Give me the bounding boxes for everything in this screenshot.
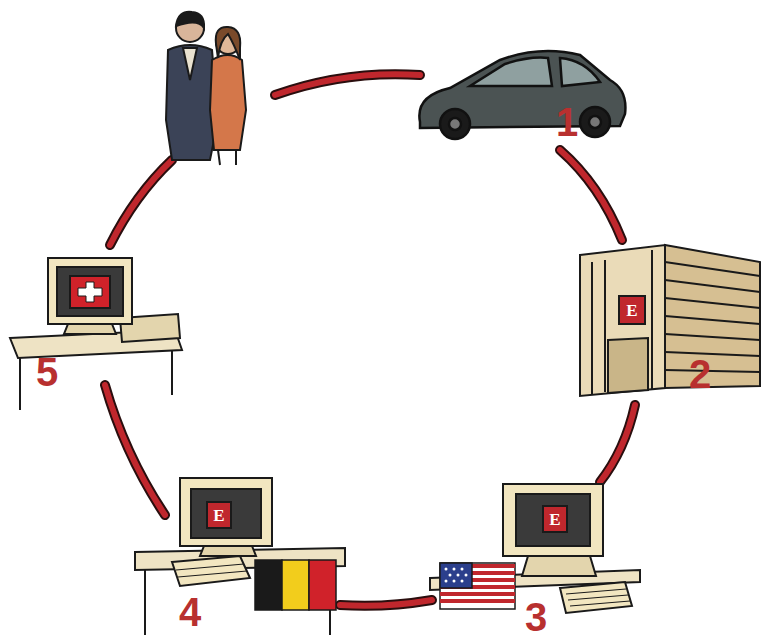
logo-letter: E <box>626 302 637 319</box>
us-flag <box>461 568 464 571</box>
car-illustration <box>470 58 552 86</box>
us-flag <box>440 563 515 609</box>
people-figure <box>166 12 246 165</box>
people-figure <box>183 48 197 80</box>
cycle-arc <box>560 150 622 240</box>
belgian-flag <box>282 560 309 610</box>
computer-workstation <box>176 564 247 577</box>
computer-workstation <box>48 258 132 324</box>
office-building <box>580 245 665 396</box>
us-flag <box>440 563 472 588</box>
office-building <box>665 262 760 372</box>
car-illustration <box>580 107 610 137</box>
car-illustration <box>440 109 470 139</box>
computer-workstation <box>20 350 172 410</box>
callout-number: 5 <box>36 352 58 392</box>
us-flag <box>449 574 452 577</box>
computer-workstation <box>200 546 256 556</box>
cycle-arc <box>600 405 635 482</box>
us-flag <box>453 580 456 583</box>
computer-workstation <box>543 506 567 532</box>
people-figure <box>216 27 241 60</box>
us-flag <box>445 568 468 583</box>
computer-workstation <box>430 484 640 613</box>
people-figure <box>210 55 246 150</box>
office-building <box>665 245 760 388</box>
cycle-arc <box>275 74 420 95</box>
computer-workstation <box>503 484 603 556</box>
computer-workstation <box>10 258 182 410</box>
belgian-flag <box>309 560 336 610</box>
cycle-arc <box>340 600 432 606</box>
office-building <box>580 245 760 396</box>
cycle-arc <box>600 405 635 482</box>
us-flag <box>453 568 456 571</box>
computer-workstation <box>566 589 630 606</box>
cycle-arc <box>105 385 165 515</box>
car-illustration <box>419 51 625 139</box>
car-illustration <box>560 58 600 86</box>
us-flag <box>465 574 468 577</box>
cycle-arc <box>110 160 172 245</box>
computer-workstation <box>70 276 110 308</box>
office-building <box>619 296 645 324</box>
us-flag <box>445 580 448 583</box>
us-flag <box>461 580 464 583</box>
computer-workstation <box>516 494 590 546</box>
cycle-arc <box>340 600 432 606</box>
cycle-arc <box>275 74 420 95</box>
computer-workstation <box>560 582 632 613</box>
computer-workstation <box>191 489 261 538</box>
callout-number: 1 <box>556 102 578 142</box>
computer-workstation <box>172 556 250 586</box>
computer-workstation <box>135 478 345 635</box>
callout-number: 4 <box>179 592 201 632</box>
computer-workstation <box>64 324 116 334</box>
office-building <box>608 338 648 393</box>
logo-letter: E <box>213 507 224 524</box>
car-illustration <box>589 116 601 128</box>
computer-workstation <box>207 502 231 528</box>
computer-workstation <box>57 267 123 316</box>
car-illustration <box>449 118 461 130</box>
belgian-flag <box>255 560 336 610</box>
belgian-flag <box>255 560 282 610</box>
cycle-arc <box>110 160 172 245</box>
us-flag <box>457 574 460 577</box>
computer-workstation <box>78 282 102 302</box>
cycle-arc <box>560 150 622 240</box>
computer-workstation <box>522 556 596 576</box>
callout-number: 2 <box>689 354 711 394</box>
computer-workstation <box>180 478 272 546</box>
us-flag <box>440 563 515 609</box>
cycle-arc <box>105 385 165 515</box>
us-flag <box>445 568 448 571</box>
people-figure <box>218 150 236 165</box>
callout-number: 3 <box>525 597 547 637</box>
office-building <box>592 250 652 394</box>
logo-letter: E <box>549 511 560 528</box>
people-figure <box>176 12 204 28</box>
